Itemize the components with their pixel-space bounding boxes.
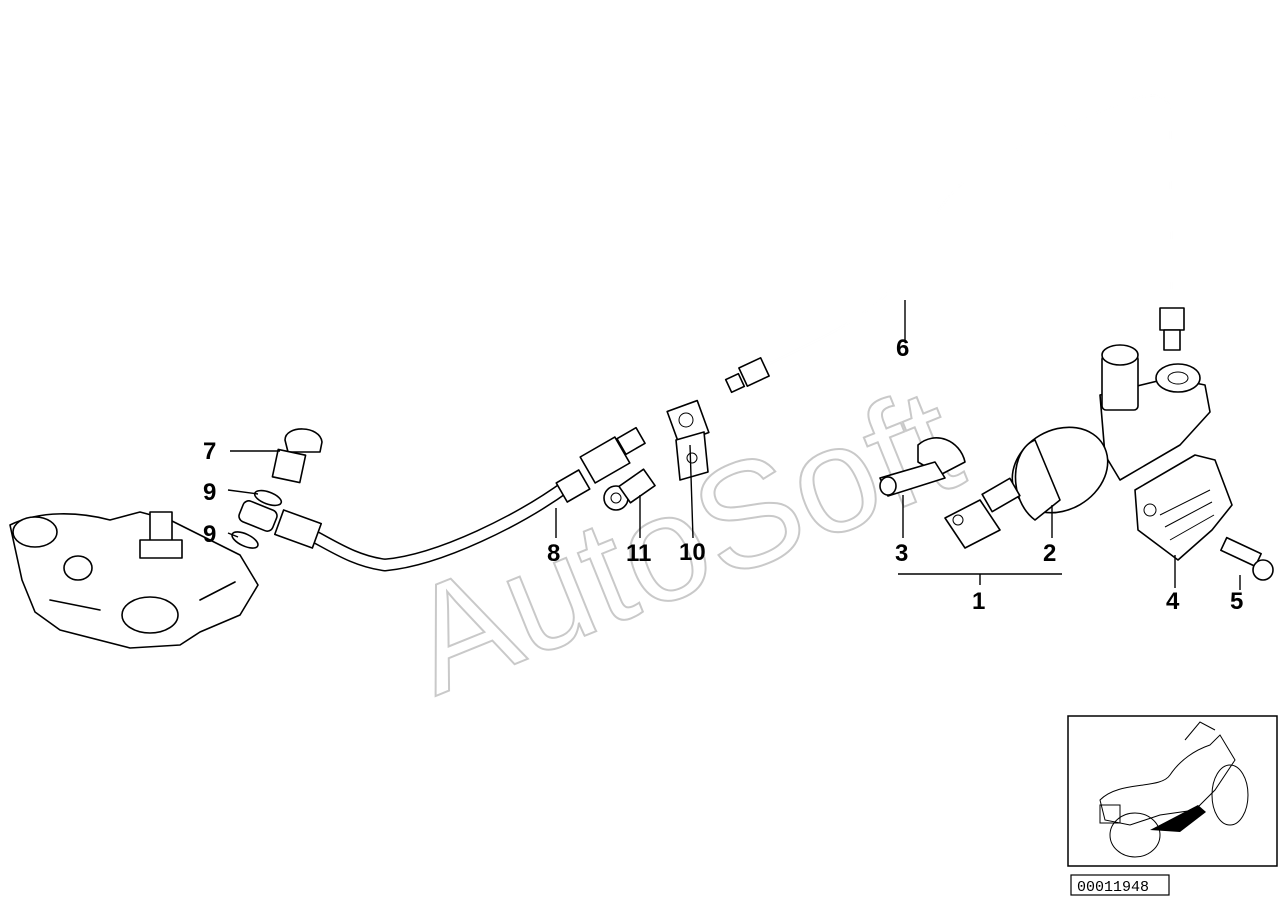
callout-3: 3 bbox=[895, 540, 908, 567]
callout-11: 11 bbox=[626, 540, 651, 567]
callout-9-lower: 9 bbox=[203, 521, 216, 548]
callout-4: 4 bbox=[1166, 588, 1180, 615]
banjo-bolt-icon bbox=[271, 428, 323, 484]
motorcycle-locator-icon bbox=[1067, 715, 1278, 867]
cover-plate-icon bbox=[1134, 454, 1233, 561]
callout-7: 8 bbox=[547, 540, 560, 567]
callout-6: 6 bbox=[896, 335, 909, 362]
brake-line-icon bbox=[724, 94, 1185, 394]
leader-lines bbox=[227, 300, 1241, 590]
callout-5: 5 bbox=[1230, 588, 1243, 615]
line-bracket-icon bbox=[666, 399, 710, 481]
hose-union-icon bbox=[579, 426, 646, 484]
sealing-ring-lower-icon bbox=[231, 531, 259, 549]
document-id: 00011948 bbox=[1077, 879, 1149, 896]
banjo-fitting-icon bbox=[238, 500, 278, 532]
socket-bolt-icon bbox=[603, 468, 656, 511]
callout-1: 1 bbox=[972, 588, 985, 615]
callout-10: 10 bbox=[679, 539, 706, 566]
brake-caliper-icon bbox=[9, 511, 259, 649]
clevis-pin-icon bbox=[879, 437, 966, 497]
brake-hose-icon bbox=[273, 469, 591, 572]
master-cylinder-icon bbox=[944, 344, 1211, 549]
screw-icon bbox=[1220, 536, 1274, 581]
callout-2: 2 bbox=[1043, 540, 1056, 567]
callout-8: 7 bbox=[203, 438, 216, 465]
document-id-box: 00011948 bbox=[1070, 874, 1170, 896]
callout-9-upper: 9 bbox=[203, 479, 216, 506]
